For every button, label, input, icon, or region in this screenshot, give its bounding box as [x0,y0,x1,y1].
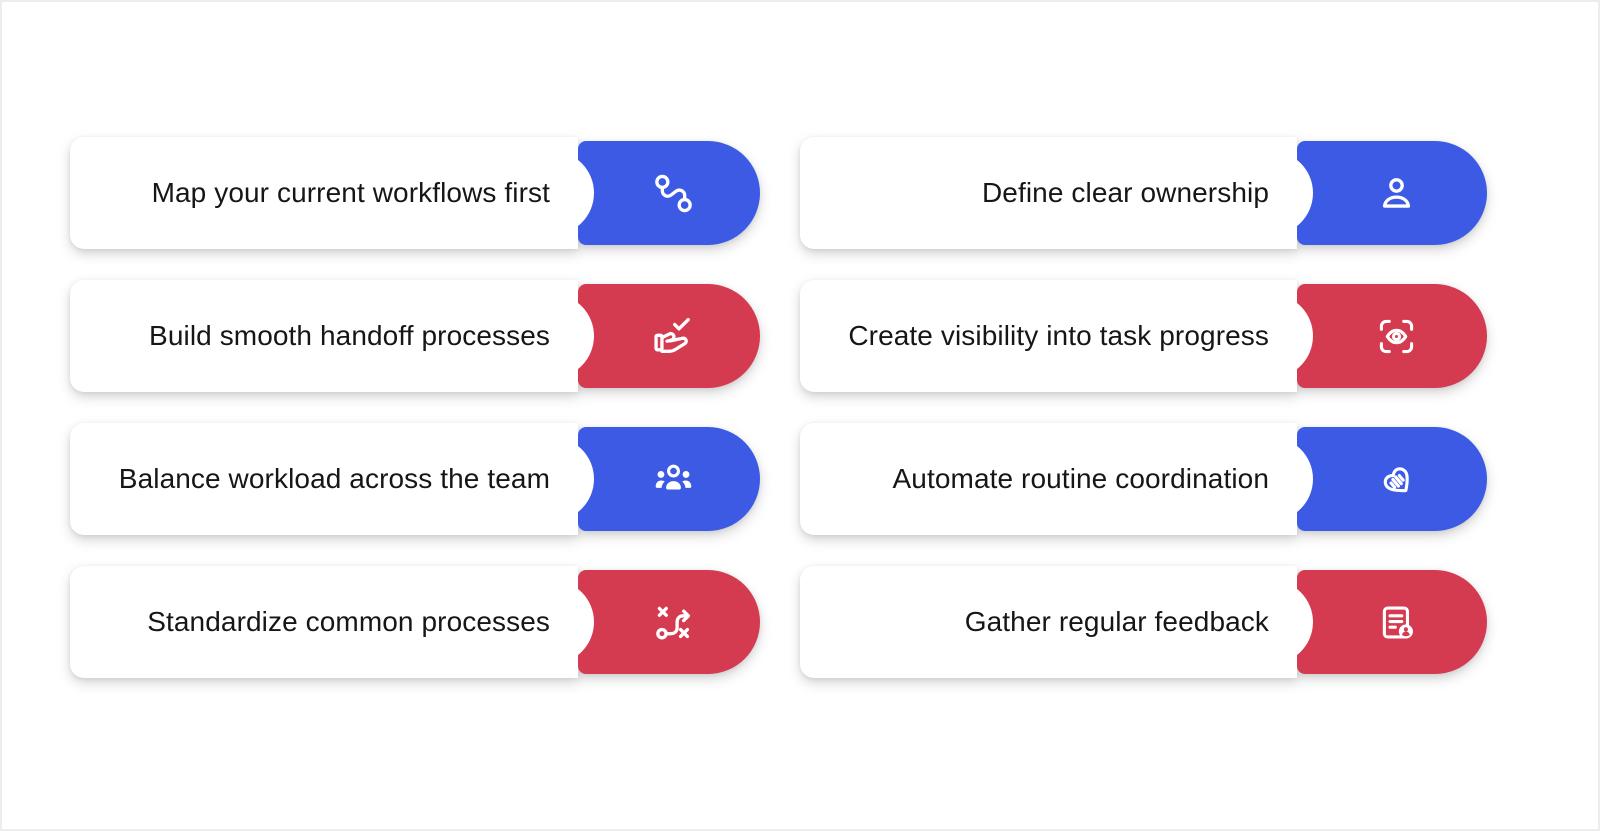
icon-pill [1297,284,1487,388]
icon-pill [578,570,760,674]
icon-pill [578,284,760,388]
tip-label: Standardize common processes [147,606,550,637]
tip-label: Create visibility into task progress [848,320,1269,351]
team-icon [655,464,692,489]
tip-label-area: Standardize common processes [70,566,578,678]
tip-card-handoff: Build smooth handoff processes [70,280,760,392]
strategy-icon [656,606,691,639]
tip-label-area: Balance workload across the team [70,423,578,535]
tip-label-area: Build smooth handoff processes [70,280,578,392]
tip-label-area: Define clear ownership [800,137,1297,249]
tip-label: Gather regular feedback [964,606,1269,637]
tip-card-standardize: Standardize common processes [70,566,760,678]
hand-check-icon [654,317,690,353]
icon-pill [1297,427,1487,531]
tip-label: Automate routine coordination [892,463,1269,494]
icon-pill [578,141,760,245]
tip-label: Build smooth handoff processes [149,320,550,351]
icon-pill [1297,141,1487,245]
tip-label: Define clear ownership [981,177,1269,208]
person-icon [1382,177,1411,208]
icon-pill [1297,570,1487,674]
tip-card-map-workflows: Map your current workflows first [70,137,760,249]
tip-label: Balance workload across the team [118,463,550,494]
tip-label-area: Gather regular feedback [800,566,1297,678]
tip-card-ownership: Define clear ownership [800,137,1487,249]
handshake-icon [1383,466,1409,492]
route-icon [655,174,692,212]
tips-grid: Map your current workflows first Build s… [70,137,1487,678]
tip-label-area: Automate routine coordination [800,423,1297,535]
tip-card-feedback: Gather regular feedback [800,566,1487,678]
eye-scan-icon [1379,319,1414,353]
tip-label-area: Map your current workflows first [70,137,578,249]
tip-card-automate: Automate routine coordination [800,423,1487,535]
feedback-doc-icon [1382,605,1413,639]
tip-card-balance-workload: Balance workload across the team [70,423,760,535]
tip-card-visibility: Create visibility into task progress [800,280,1487,392]
tip-label-area: Create visibility into task progress [800,280,1297,392]
icon-pill [578,427,760,531]
tip-label: Map your current workflows first [151,177,550,208]
